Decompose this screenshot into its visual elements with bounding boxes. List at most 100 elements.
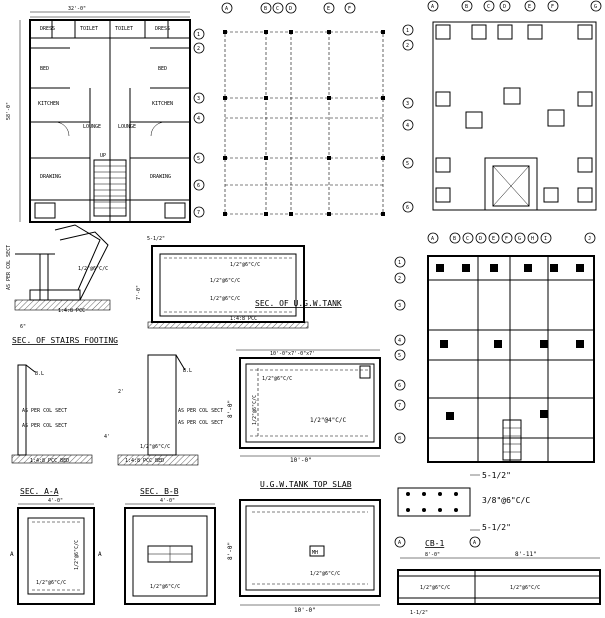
sec-bb-rebar: 1/2"@6"C/C (150, 584, 180, 590)
room-label: LOUNGE (83, 124, 101, 130)
footing-bl: B.L (35, 371, 44, 377)
room-label: DRESS (155, 26, 170, 32)
svg-text:A: A (398, 540, 401, 546)
cb1-bar-left: 1/2"@6"C/C (420, 585, 450, 591)
svg-text:1: 1 (398, 260, 401, 266)
svg-text:F: F (348, 6, 351, 12)
svg-text:7: 7 (398, 403, 401, 409)
top-slab-rebar: 1/2"@6"C/C (310, 571, 340, 577)
svg-text:D: D (503, 4, 506, 10)
stair-pcc: 1:4:8 PCC (58, 308, 85, 314)
tank-plan-rebar-bottom: 1/2"@4"C/C (310, 417, 347, 424)
room-label: BED (158, 66, 167, 72)
svg-text:3: 3 (398, 303, 401, 309)
room-label: KITCHEN (38, 101, 59, 107)
svg-text:I: I (544, 236, 547, 242)
room-label: TOILET (80, 26, 98, 32)
room-label: LOUNGE (118, 124, 136, 130)
tank-top-slab: U.G.W.TANK TOP SLAB MH 1/2"@6"C/C 10'-0"… (227, 480, 381, 614)
svg-text:5: 5 (398, 353, 401, 359)
svg-text:C: C (466, 236, 469, 242)
stairs-footing-section: AS PER COL SECT 1/2"@6"C/C 1:4:8 PCC 6" … (6, 224, 118, 345)
footing-col-sect-1: AS PER COL SECT (22, 408, 67, 414)
svg-text:6: 6 (398, 383, 401, 389)
tank-pcc: 1:4:8 PCC (230, 316, 257, 322)
svg-text:1: 1 (406, 28, 409, 34)
stair-offset: 6" (20, 324, 26, 330)
cb1-cover: 1-1/2" (410, 610, 428, 616)
tank-plan-depth: 8'-0" (227, 400, 234, 418)
top-slab-width: 10'-0" (294, 607, 316, 614)
svg-text:F: F (551, 4, 554, 10)
plan-width-dim: 32'-0" (68, 6, 86, 12)
section-b-b: SEC. B-B 4'-0" 1/2"@6"C/C (124, 487, 216, 605)
svg-text:A: A (431, 4, 434, 10)
svg-text:6: 6 (197, 183, 200, 189)
svg-text:7: 7 (197, 210, 200, 216)
stair-label: UP (100, 153, 106, 159)
footing-bl-2: B.L (183, 368, 192, 374)
sec-aa-cut-right: A (98, 551, 102, 558)
svg-text:A: A (431, 236, 434, 242)
grid-bubbles-left-right: 1 2 3 4 5 6 (402, 24, 414, 213)
svg-text:G: G (518, 236, 521, 242)
title-sec-bb: SEC. B-B (140, 487, 179, 496)
plan-depth-dim: 58'-0" (6, 102, 12, 120)
svg-text:4: 4 (406, 123, 409, 129)
tank-rebar-top: 1/2"@6"C/C (230, 262, 260, 268)
footing-sections: B.L AS PER COL SECT AS PER COL SECT 1:4:… (11, 354, 223, 466)
svg-text:5: 5 (406, 161, 409, 167)
top-slab-depth: 8'-0" (227, 542, 234, 560)
top-slab-opening: MH (312, 550, 318, 556)
grid-bubbles-left-mid: 1 2 3 4 5 6 7 (193, 28, 205, 218)
svg-text:6: 6 (406, 205, 409, 211)
title-stairs-footing: SEC. OF STAIRS FOOTING (12, 336, 118, 345)
tank-plan-rebar-side: 1/2"@6"C/C (252, 395, 258, 425)
footing-pcc-1: 1:4:8 PCC BED (30, 458, 69, 464)
svg-text:D: D (479, 236, 482, 242)
room-label: DRAWING (150, 174, 171, 180)
room-label: KITCHEN (152, 101, 173, 107)
svg-text:C: C (276, 6, 279, 12)
column-layout-plan: A B C D E F 1 2 3 4 5 6 7 (193, 2, 385, 218)
sec-aa-cut-left: A (10, 551, 14, 558)
svg-text:1: 1 (197, 32, 200, 38)
cb1-detail: CB-1 A A 8'-0" 8'-11" 1/2"@6"C/C 1/2"@6"… (394, 536, 601, 616)
title-top-slab: U.G.W.TANK TOP SLAB (260, 480, 352, 489)
svg-text:E: E (492, 236, 495, 242)
footing-dim-2: 2' (118, 389, 124, 395)
room-label: DRESS (40, 26, 55, 32)
grid-bubbles-top-mid: A B C D E F (221, 2, 356, 14)
svg-text:H: H (531, 236, 534, 242)
svg-text:B: B (453, 236, 456, 242)
grid-bubbles-top-beam: A B C D E F G H I J (427, 232, 596, 244)
room-label: BED (40, 66, 49, 72)
svg-text:A: A (473, 540, 476, 546)
svg-text:F: F (505, 236, 508, 242)
svg-text:B: B (264, 6, 267, 12)
cb1-span2: 8'-11" (515, 551, 537, 558)
svg-text:2: 2 (197, 46, 200, 52)
grid-bubbles-left-beam: 1 2 3 4 5 6 7 8 (394, 256, 406, 444)
tank-plan-width: 10'-0" (290, 457, 312, 464)
svg-text:D: D (289, 6, 292, 12)
svg-text:5: 5 (197, 156, 200, 162)
tank-rebar-wall: 1/2"@6"C/C (210, 278, 240, 284)
tank-rebar-bottom: 1/2"@6"C/C (210, 296, 240, 302)
stair-col-sect: AS PER COL SECT (6, 245, 12, 290)
svg-text:2: 2 (406, 43, 409, 49)
svg-text:4: 4 (197, 116, 200, 122)
ugw-tank-section: 5-1/2" 1/2"@6"C/C 1/2"@6"C/C 1/2"@6"C/C … (136, 236, 342, 329)
svg-text:J: J (588, 236, 591, 242)
sec-aa-rebar2: 1/2"@6"C/C (74, 540, 80, 570)
cb1-bar-right: 1/2"@6"C/C (510, 585, 540, 591)
section-a-a: SEC. A-A 4'-0" 1/2"@6"C/C 1/2"@6"C/C A A (10, 487, 102, 605)
svg-text:E: E (528, 4, 531, 10)
svg-text:3: 3 (197, 96, 200, 102)
cb1-span1: 8'-0" (425, 552, 440, 558)
footing-col-sect-4: AS PER COL SECT (178, 420, 223, 426)
sec-bb-width: 4'-0" (160, 498, 175, 504)
tank-top-dim: 5-1/2" (147, 236, 165, 242)
sec-aa-width: 4'-0" (48, 498, 63, 504)
